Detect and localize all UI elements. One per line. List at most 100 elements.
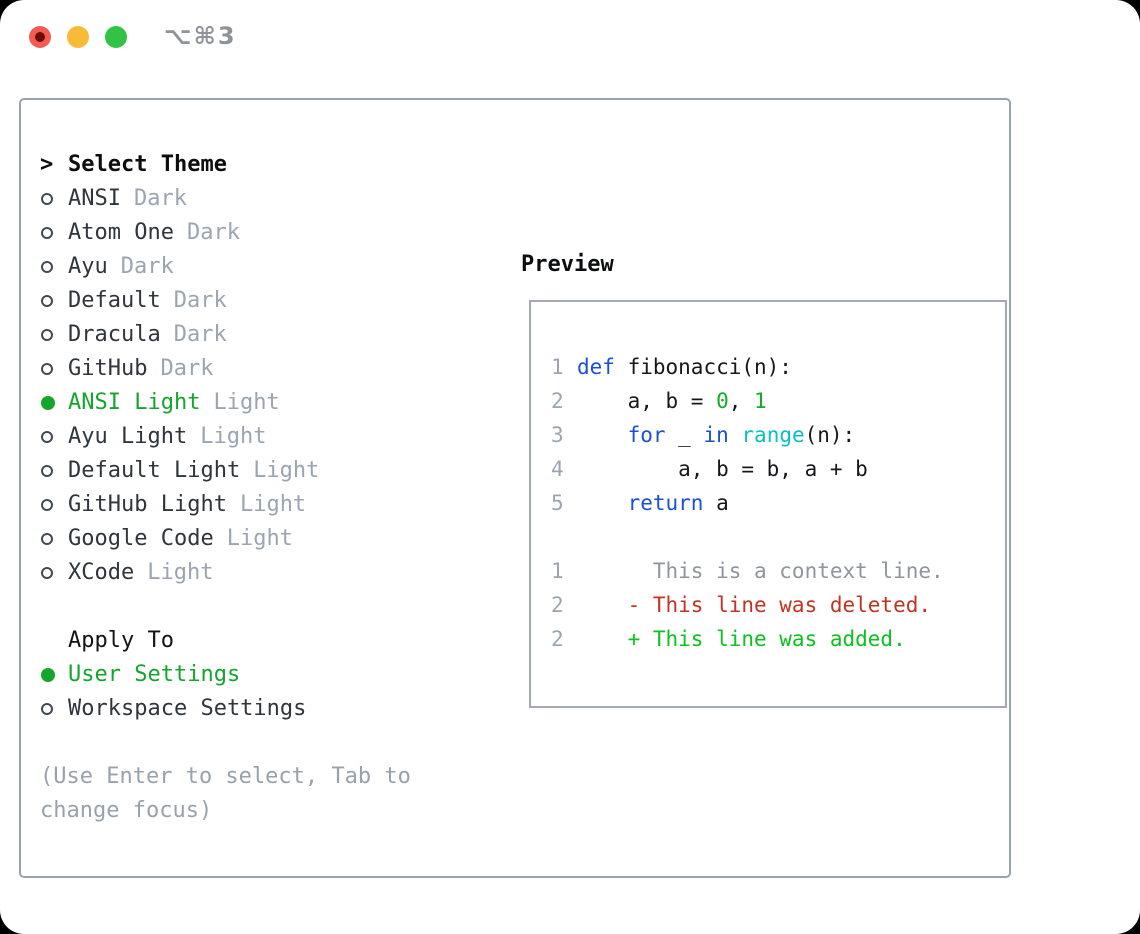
radio-icon — [40, 363, 68, 375]
code-segment — [577, 491, 628, 515]
code-line-3: 3 for _ in range(n): — [551, 418, 1005, 452]
apply-option-label: User Settings — [68, 662, 241, 687]
theme-item-ansi-dark[interactable]: ANSI Dark — [40, 182, 500, 216]
code-segment — [729, 423, 742, 447]
code-segment: This is a context line. — [577, 559, 944, 583]
window-titlebar: ⌥⌘3 — [0, 0, 1140, 74]
theme-variant: Light — [200, 424, 267, 449]
code-segment — [577, 423, 628, 447]
theme-item-dracula-dark[interactable]: Dracula Dark — [40, 318, 500, 352]
line-number: 2 — [551, 389, 564, 413]
code-segment: _ — [665, 423, 704, 447]
theme-name: Google Code — [68, 526, 214, 551]
apply-to-header: Apply To — [40, 624, 500, 658]
code-segment: - This line was deleted. — [577, 593, 932, 617]
theme-variant: Dark — [173, 288, 227, 313]
spacer — [40, 726, 500, 760]
radio-icon — [40, 567, 68, 579]
theme-variant: Light — [213, 390, 280, 415]
help-hint-line-2: change focus) — [40, 798, 213, 823]
theme-name: ANSI — [68, 186, 121, 211]
theme-item-google-code[interactable]: Google Code Light — [40, 522, 500, 556]
radio-icon — [40, 329, 68, 341]
code-segment: range — [741, 423, 805, 447]
unsaved-dot-icon — [35, 32, 45, 42]
line-number: 1 — [551, 559, 564, 583]
theme-item-github-light[interactable]: GitHub Light Light — [40, 488, 500, 522]
theme-item-atom-one-dark[interactable]: Atom One Dark — [40, 216, 500, 250]
line-number: 2 — [551, 593, 564, 617]
apply-option-user-settings[interactable]: User Settings — [40, 658, 500, 692]
apply-option-workspace-settings[interactable]: Workspace Settings — [40, 692, 500, 726]
theme-item-ansi-light[interactable]: ANSI Light Light — [40, 386, 500, 420]
theme-item-default-dark[interactable]: Default Dark — [40, 284, 500, 318]
theme-variant: Dark — [186, 220, 240, 245]
close-button[interactable] — [29, 26, 51, 48]
radio-icon — [40, 261, 68, 273]
theme-item-xcode[interactable]: XCode Light — [40, 556, 500, 590]
code-segment: , — [728, 389, 755, 413]
radio-icon — [40, 193, 68, 205]
diff-context-line: 1 This is a context line. — [551, 554, 1005, 588]
code-segment: a, b = b, a + b — [577, 457, 868, 481]
radio-selected-icon — [40, 668, 68, 682]
apply-to-title: Apply To — [68, 628, 174, 653]
code-line-1: 1 def fibonacci(n): — [551, 350, 1005, 384]
theme-variant: Dark — [173, 322, 227, 347]
code-segment: + This line was added. — [577, 627, 906, 651]
line-number: 1 — [551, 355, 564, 379]
minimize-button[interactable] — [67, 26, 89, 48]
code-segment: 1 — [754, 389, 767, 413]
radio-icon — [40, 431, 68, 443]
line-number: 3 — [551, 423, 564, 447]
radio-icon — [40, 499, 68, 511]
theme-variant: Dark — [133, 186, 187, 211]
line-number: 4 — [551, 457, 564, 481]
radio-icon — [40, 703, 68, 715]
code-line-4: 4 a, b = b, a + b — [551, 452, 1005, 486]
code-line-2: 2 a, b = 0, 1 — [551, 384, 1005, 418]
theme-name: Default Light — [68, 458, 241, 483]
theme-picker-panel: > Select Theme ANSI Dark Atom One Dark A… — [19, 98, 1011, 878]
line-number: 5 — [551, 491, 564, 515]
line-number: 2 — [551, 627, 564, 651]
code-segment: a, b = — [577, 389, 717, 413]
zoom-button[interactable] — [105, 26, 127, 48]
radio-icon — [40, 533, 68, 545]
theme-name: GitHub Light — [68, 492, 227, 517]
radio-icon — [40, 465, 68, 477]
code-line-5: 5 return a — [551, 486, 1005, 520]
theme-variant: Dark — [120, 254, 174, 279]
theme-variant: Light — [147, 560, 214, 585]
radio-selected-icon — [40, 396, 68, 410]
prompt-icon: > — [40, 152, 54, 177]
theme-item-ayu-light[interactable]: Ayu Light Light — [40, 420, 500, 454]
radio-icon — [40, 227, 68, 239]
theme-name: Ayu Light — [68, 424, 188, 449]
code-segment: in — [703, 423, 729, 447]
theme-name: Default — [68, 288, 161, 313]
theme-name: Dracula — [68, 322, 161, 347]
code-segment: def — [577, 355, 615, 379]
preview-title: Preview — [521, 252, 614, 277]
theme-variant: Light — [239, 492, 307, 517]
code-segment: a — [703, 491, 729, 515]
theme-item-github-dark[interactable]: GitHub Dark — [40, 352, 500, 386]
window-title: ⌥⌘3 — [164, 22, 237, 50]
apply-option-label: Workspace Settings — [68, 696, 307, 721]
help-hint-line-1: (Use Enter to select, Tab to — [40, 764, 411, 789]
theme-item-default-light[interactable]: Default Light Light — [40, 454, 500, 488]
theme-variant: Light — [226, 526, 293, 551]
theme-name: GitHub — [68, 356, 148, 381]
preview-code-box: 1 def fibonacci(n): 2 a, b = 0, 1 3 for _… — [529, 300, 1007, 708]
theme-item-ayu-dark[interactable]: Ayu Dark — [40, 250, 500, 284]
diff-added-line: 2 + This line was added. — [551, 622, 1005, 656]
code-segment: return — [627, 491, 704, 515]
theme-name: Ayu — [68, 254, 108, 279]
code-segment: fibonacci(n): — [614, 355, 792, 379]
code-segment: 0 — [716, 389, 729, 413]
theme-list-title: Select Theme — [68, 152, 227, 177]
theme-list: > Select Theme ANSI Dark Atom One Dark A… — [40, 148, 500, 828]
theme-list-header: > Select Theme — [40, 148, 500, 182]
